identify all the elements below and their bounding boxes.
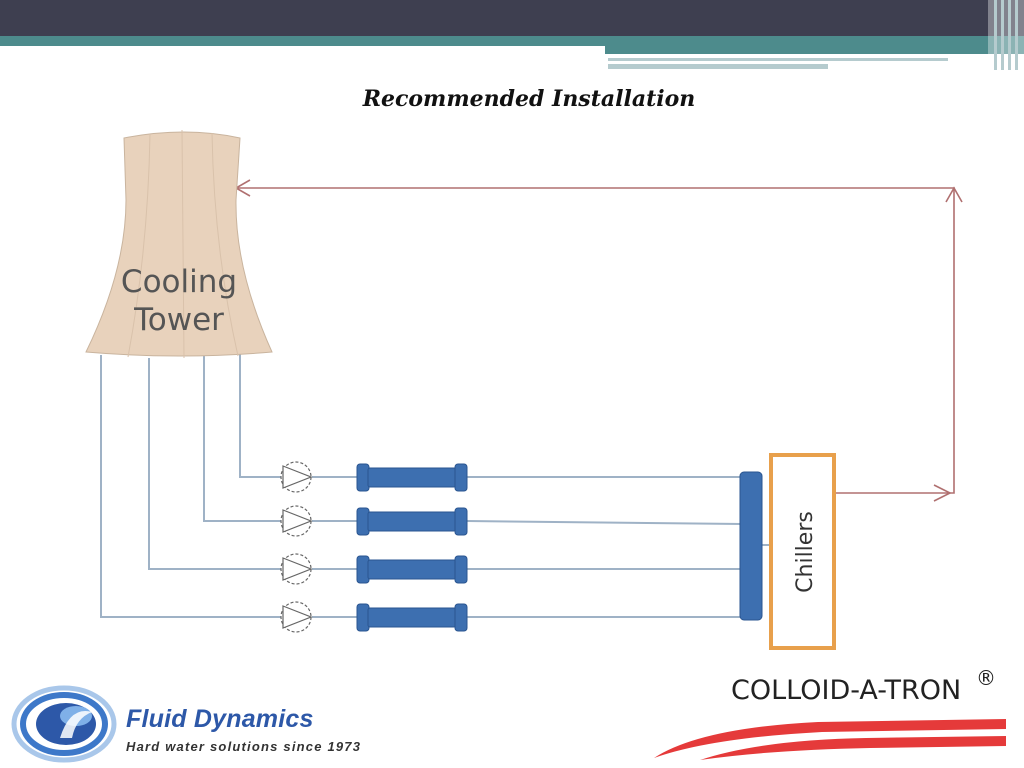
- company-tagline: Hard water solutions since 1973: [126, 739, 362, 754]
- treatment-devices: [356, 463, 468, 632]
- pump-group: [280, 461, 313, 633]
- colloid-a-tron-swoosh-icon: [654, 719, 1006, 760]
- slide-title: Recommended Installation: [362, 86, 696, 112]
- chillers-label: Chillers: [793, 511, 818, 593]
- cooling-tower: Cooling Tower: [85, 129, 273, 359]
- treatment-device-icon: [356, 603, 468, 632]
- pipe-branch-3: [148, 358, 282, 570]
- return-arrowhead-up: [945, 186, 963, 203]
- company-name: Fluid Dynamics: [126, 705, 314, 733]
- chillers-unit: Chillers: [769, 453, 836, 650]
- pipe-branch-2: [203, 355, 282, 522]
- tower-label-line1: Cooling: [121, 264, 237, 300]
- pipe-branch-1: [239, 350, 282, 478]
- pump-icon: [280, 505, 313, 537]
- return-arrowhead-right: [933, 484, 952, 502]
- treatment-device-icon: [356, 507, 468, 536]
- pump-icon: [280, 601, 313, 633]
- slide-header: [0, 0, 1024, 72]
- supply-pipes: [100, 350, 771, 618]
- product-name: COLLOID-A-TRON: [731, 675, 962, 706]
- return-line: [234, 179, 963, 502]
- pipe-branch-4: [100, 355, 282, 618]
- header-manifold: [739, 471, 763, 621]
- fluid-dynamics-logo-icon: [11, 685, 117, 763]
- pump-icon: [280, 553, 313, 585]
- pump-icon: [280, 461, 313, 493]
- treatment-device-icon: [356, 463, 468, 492]
- tower-label-line2: Tower: [133, 302, 224, 338]
- treatment-device-icon: [356, 555, 468, 584]
- registered-mark: ®: [976, 666, 996, 690]
